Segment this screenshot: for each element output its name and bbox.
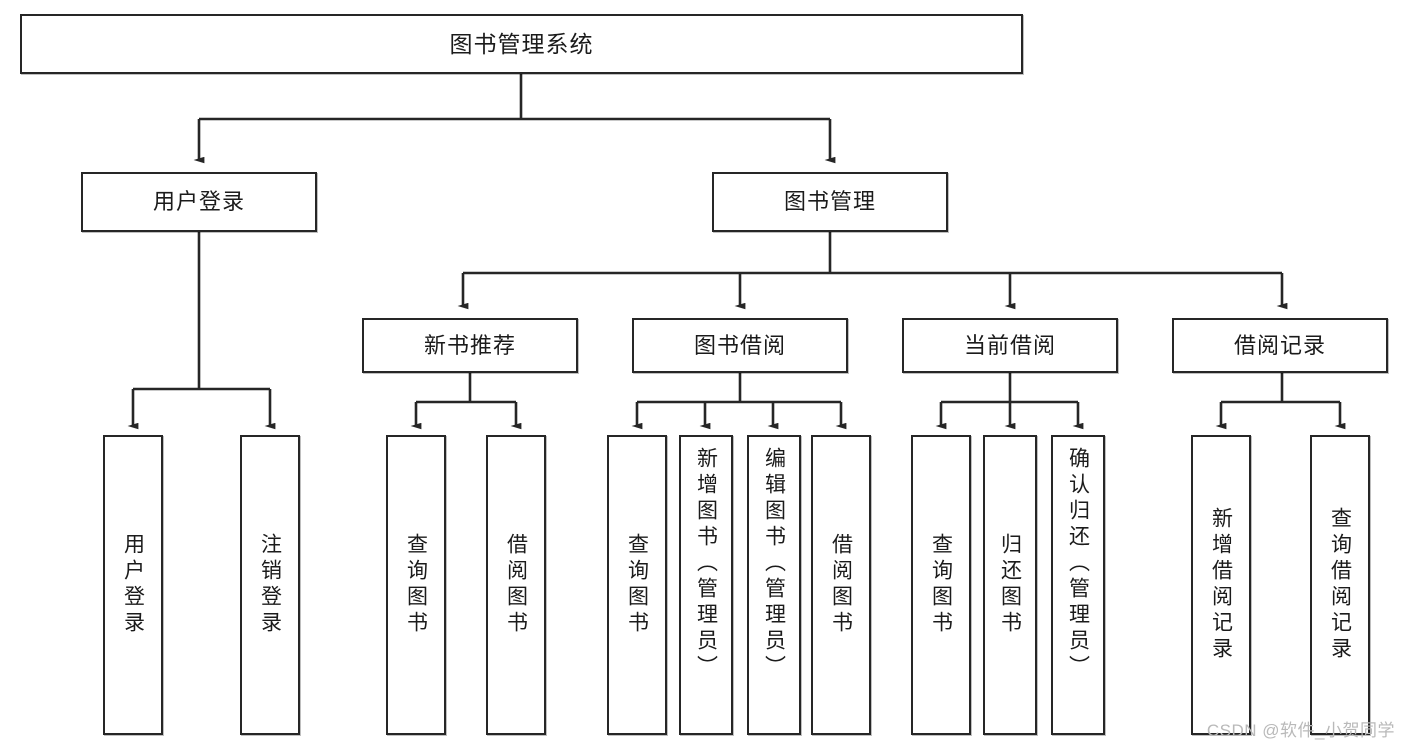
node-label: 查询图书 <box>929 533 953 637</box>
node-label: 新增借阅记录 <box>1209 507 1233 663</box>
node-label: 借阅记录 <box>1233 332 1326 358</box>
node-label: 用户登录 <box>121 533 145 637</box>
node-new-book-recommend[interactable]: 新书推荐 <box>362 318 578 373</box>
node-root-book-management-system[interactable]: 图书管理系统 <box>20 14 1023 74</box>
node-book-borrow[interactable]: 图书借阅 <box>632 318 848 373</box>
node-label: 注销登录 <box>258 533 282 637</box>
node-label: 借阅图书 <box>829 533 853 637</box>
node-label: 借阅图书 <box>504 533 528 637</box>
leaf-new-book-query-book[interactable]: 查询图书 <box>386 435 446 735</box>
node-label: 图书管理系统 <box>449 30 594 57</box>
leaf-borrow-record-query-record[interactable]: 查询借阅记录 <box>1310 435 1370 735</box>
leaf-user-login-logout[interactable]: 注销登录 <box>240 435 300 735</box>
node-label: 当前借阅 <box>963 332 1056 358</box>
node-label: 查询图书 <box>625 533 649 637</box>
node-label: 图书借阅 <box>693 332 786 358</box>
leaf-user-login-login[interactable]: 用户登录 <box>103 435 163 735</box>
node-label: 图书管理 <box>783 189 876 215</box>
leaf-book-borrow-query-book[interactable]: 查询图书 <box>607 435 667 735</box>
csdn-watermark: CSDN @软件_小贺同学 <box>1206 721 1395 740</box>
leaf-book-borrow-borrow-book[interactable]: 借阅图书 <box>811 435 871 735</box>
leaf-borrow-record-add-record[interactable]: 新增借阅记录 <box>1191 435 1251 735</box>
leaf-current-borrow-confirm-return-admin[interactable]: 确认归还（管理员） <box>1051 435 1105 735</box>
node-current-borrow[interactable]: 当前借阅 <box>902 318 1118 373</box>
node-borrow-record[interactable]: 借阅记录 <box>1172 318 1388 373</box>
node-label: 查询图书 <box>404 533 428 637</box>
leaf-book-borrow-edit-book-admin[interactable]: 编辑图书（管理员） <box>747 435 801 735</box>
leaf-new-book-borrow-book[interactable]: 借阅图书 <box>486 435 546 735</box>
leaf-current-borrow-return-book[interactable]: 归还图书 <box>983 435 1037 735</box>
node-label: 归还图书 <box>998 533 1022 637</box>
leaf-book-borrow-add-book-admin[interactable]: 新增图书（管理员） <box>679 435 733 735</box>
leaf-current-borrow-query-book[interactable]: 查询图书 <box>911 435 971 735</box>
node-label: 确认归还（管理员） <box>1066 447 1090 681</box>
node-book-management[interactable]: 图书管理 <box>712 172 948 232</box>
node-label: 新增图书（管理员） <box>694 447 718 681</box>
node-label: 用户登录 <box>152 189 245 215</box>
node-label: 编辑图书（管理员） <box>762 447 786 681</box>
node-user-login[interactable]: 用户登录 <box>81 172 317 232</box>
node-label: 查询借阅记录 <box>1328 507 1352 663</box>
node-label: 新书推荐 <box>423 332 516 358</box>
